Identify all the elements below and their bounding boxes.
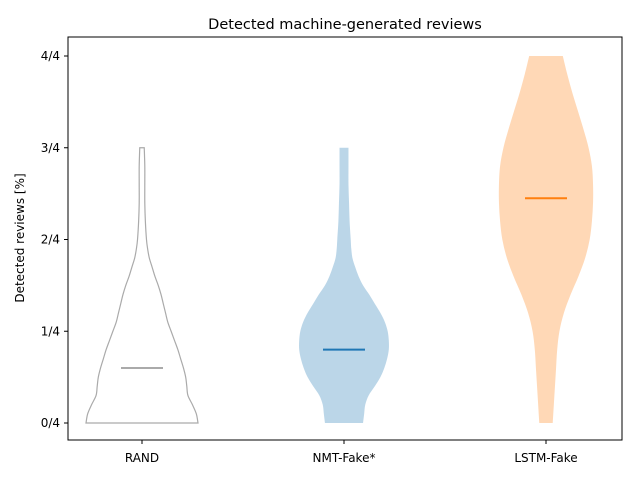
violins-layer xyxy=(85,56,594,424)
y-tick-label: 1/4 xyxy=(41,324,60,338)
y-tick-label: 4/4 xyxy=(41,49,60,63)
x-tick-label: NMT-Fake* xyxy=(313,451,376,465)
y-tick-label: 0/4 xyxy=(41,416,60,430)
x-tick-label: RAND xyxy=(125,451,159,465)
chart-title: Detected machine-generated reviews xyxy=(208,17,482,33)
violin-body-lstm-fake xyxy=(498,56,594,423)
violin-body-nmt-fake xyxy=(299,147,389,423)
violin-body-rand xyxy=(85,147,199,424)
y-tick-label: 2/4 xyxy=(41,233,60,247)
x-axis-ticks: RAND NMT-Fake* LSTM-Fake xyxy=(125,440,578,465)
plot-area-frame xyxy=(67,36,623,441)
y-axis-label: Detected reviews [%] xyxy=(13,173,27,302)
y-tick-label: 3/4 xyxy=(41,141,60,155)
x-tick-label: LSTM-Fake xyxy=(514,451,577,465)
y-axis-ticks: 0/4 1/4 2/4 3/4 4/4 xyxy=(41,49,68,430)
